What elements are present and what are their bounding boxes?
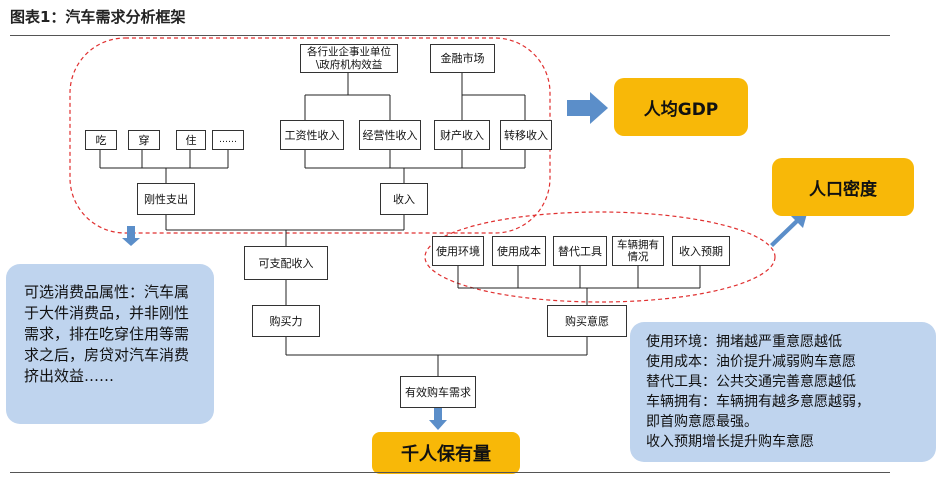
purchase-intent-box: 购买意愿	[547, 305, 627, 337]
transfer-income-box: 转移收入	[500, 120, 552, 150]
arrow-down-ownership	[429, 408, 447, 430]
arrow-to-gdp	[567, 92, 608, 124]
note-line-usage-env: 使用环境：拥堵越严重意愿越低	[646, 334, 842, 350]
live-box: 住	[176, 130, 206, 150]
wear-box: 穿	[128, 130, 160, 150]
note-line-first-purchase: 即首购意愿最强。	[646, 414, 758, 430]
arrow-to-population	[770, 210, 808, 247]
property-income-box: 财产收入	[434, 120, 490, 150]
industry-income-box: 各行业企事业单位\政府机构效益	[300, 44, 398, 73]
figure-title: 图表1：汽车需求分析框架	[10, 8, 186, 26]
population-density-highlight: 人口密度	[772, 158, 914, 216]
usage-cost-box: 使用成本	[492, 236, 546, 266]
optional-consumer-note: 可选消费品属性：汽车属于大件消费品，并非刚性需求，排在吃穿住用等需求之后，房贷对…	[6, 264, 214, 424]
vehicle-ownership-box: 车辆拥有情况	[612, 236, 664, 266]
rigid-spending-box: 刚性支出	[137, 183, 195, 215]
ownership-per-thousand-highlight: 千人保有量	[372, 432, 520, 474]
purchasing-power-box: 购买力	[252, 305, 320, 337]
arrow-down-left	[122, 226, 140, 246]
substitute-box: 替代工具	[553, 236, 607, 266]
intent-factors-note: 使用环境：拥堵越严重意愿越低 使用成本：油价提升减弱购车意愿 替代工具：公共交通…	[630, 322, 936, 462]
intent-factors-outline	[424, 211, 776, 303]
optional-consumer-note-text: 可选消费品属性：汽车属于大件消费品，并非刚性需求，排在吃穿住用等需求之后，房贷对…	[24, 283, 190, 385]
ellipsis-box: ……	[212, 130, 244, 150]
income-expectation-box: 收入预期	[672, 236, 730, 266]
effective-demand-box: 有效购车需求	[400, 376, 476, 408]
business-income-box: 经营性收入	[359, 120, 421, 150]
top-divider	[10, 35, 890, 36]
income-box: 收入	[380, 183, 428, 215]
eat-box: 吃	[85, 130, 117, 150]
wage-income-box: 工资性收入	[280, 120, 344, 150]
disposable-income-box: 可支配收入	[244, 246, 328, 280]
note-line-substitute: 替代工具：公共交通完善意愿越低	[646, 374, 856, 390]
financial-market-box: 金融市场	[430, 44, 495, 73]
note-line-ownership: 车辆拥有：车辆拥有越多意愿越弱，	[646, 394, 870, 410]
bottom-divider	[10, 472, 890, 473]
note-line-usage-cost: 使用成本：油价提升减弱购车意愿	[646, 354, 856, 370]
usage-env-box: 使用环境	[432, 236, 484, 266]
note-line-income-expectation: 收入预期增长提升购车意愿	[646, 434, 814, 450]
gdp-per-capita-highlight: 人均GDP	[614, 78, 748, 136]
